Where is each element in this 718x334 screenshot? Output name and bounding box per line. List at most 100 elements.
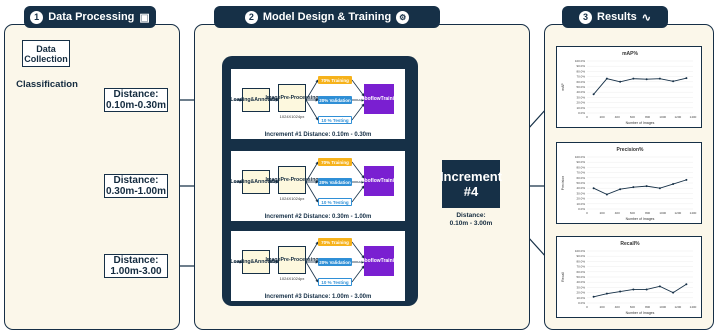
increment-caption: Increment #1 Distance: 0.10m - 0.30m [264, 132, 372, 138]
model-design-header: 2 Model Design & Training ⚙ [214, 6, 440, 28]
increment-4-caption: Distance: 0.10m - 3.00m [436, 212, 506, 228]
roboflow-icon: ⚙ [396, 10, 410, 24]
loading-annotation-step: Loading & Annotation [230, 170, 282, 194]
data-collection-box: Data Collection [22, 40, 70, 67]
result-chart-1: mAP%0.0%10.0%20.0%30.0%40.0%50.0%60.0%70… [556, 46, 702, 128]
y-tick-label: 90.0% [576, 64, 585, 68]
increment-4-line1: Increment [439, 169, 503, 184]
training-split: 70% Training [318, 76, 352, 84]
loading-annotation-step: Loading & Annotation [230, 88, 282, 112]
data-point [658, 77, 661, 80]
data-point [592, 93, 595, 96]
y-tick-label: 90.0% [576, 254, 585, 258]
y-tick-label: 50.0% [576, 85, 585, 89]
y-tick-label: 40.0% [576, 280, 585, 284]
step-text: Loading [230, 179, 251, 185]
step-text: Image [265, 257, 281, 263]
section-number: 2 [244, 10, 258, 24]
data-point [605, 77, 608, 80]
x-tick-label: 400 [615, 211, 620, 215]
x-tick-label: 0 [586, 305, 588, 309]
y-tick-label: 50.0% [576, 181, 585, 185]
increment-4-line2: #4 [463, 184, 479, 199]
distance-range: 0.30m-1.00m [105, 186, 167, 197]
chart-title: Recall% [620, 241, 640, 247]
roboflow-training-step: Roboflow Training [358, 166, 400, 196]
y-tick-label: 30.0% [576, 95, 585, 99]
data-point [619, 80, 622, 83]
x-tick-label: 1200 [675, 211, 682, 215]
validation-split: 20% Validation [318, 178, 352, 186]
x-tick-label: 1400 [690, 211, 697, 215]
training-split: 70% Training [318, 238, 352, 246]
data-point [672, 80, 675, 83]
increment-caption: Increment #3 Distance: 1.00m - 3.00m [264, 294, 372, 300]
y-tick-label: 0.0% [578, 111, 585, 115]
y-axis-label: Recall [561, 272, 565, 282]
y-tick-label: 100.0% [575, 59, 586, 63]
y-tick-label: 10.0% [576, 106, 585, 110]
series-line [593, 179, 687, 195]
step-text: Annotation [254, 97, 282, 103]
y-tick-label: 20.0% [576, 101, 585, 105]
step-text: Annotation [254, 179, 282, 185]
testing-split: 10 % Testing [318, 278, 352, 286]
y-tick-label: 80.0% [576, 69, 585, 73]
step-text: Annotation [254, 259, 282, 265]
step-text: Image [265, 177, 281, 183]
y-tick-label: 40.0% [576, 186, 585, 190]
data-point [619, 290, 622, 293]
data-point [645, 78, 648, 81]
step-text: Pre- [280, 257, 291, 263]
y-tick-label: 100.0% [575, 249, 586, 253]
data-point [685, 178, 688, 181]
series-line [593, 283, 687, 298]
x-tick-label: 1000 [659, 211, 666, 215]
data-point [619, 188, 622, 191]
classification-label: Classification [16, 79, 78, 90]
chart-plot: 0.0%10.0%20.0%30.0%40.0%50.0%60.0%70.0%8… [561, 59, 697, 125]
step-text: Roboflow [357, 258, 381, 264]
y-tick-label: 70.0% [576, 265, 585, 269]
data-point [672, 183, 675, 186]
increment-caption: Increment #2 Distance: 0.30m - 1.00m [264, 214, 372, 220]
data-point [658, 187, 661, 190]
x-tick-label: 1200 [675, 305, 682, 309]
x-tick-label: 1000 [659, 305, 666, 309]
distance-box-2: Distance: 0.30m-1.00m [104, 174, 168, 198]
y-tick-label: 70.0% [576, 171, 585, 175]
resolution-label: 1024X1024px [279, 114, 305, 119]
x-tick-label: 1000 [659, 115, 666, 119]
section-title: Data Processing [48, 11, 135, 23]
step-text: Processing [290, 95, 319, 101]
data-point [632, 186, 635, 189]
step-text: & [250, 259, 255, 265]
x-tick-label: 800 [645, 211, 650, 215]
step-text: Processing [290, 177, 319, 183]
data-processing-header: 1 Data Processing ▣ [24, 6, 156, 28]
x-tick-label: 600 [630, 115, 635, 119]
y-tick-label: 10.0% [576, 202, 585, 206]
section-number: 1 [30, 10, 44, 24]
resolution-label: 1024X1024px [279, 196, 305, 201]
y-tick-label: 70.0% [576, 75, 585, 79]
testing-split: 10 % Testing [318, 198, 352, 206]
step-text: Training [380, 96, 401, 102]
x-tick-label: 200 [600, 305, 605, 309]
distance-label: Distance: [113, 175, 159, 186]
chart-plot: 0.0%10.0%20.0%30.0%40.0%50.0%60.0%70.0%8… [561, 249, 697, 315]
increment-4-caption-range: 0.10m - 3.00m [449, 220, 493, 227]
result-chart-3: Recall% 0.0%10.0%20.0%30.0%40.0%50.0%60.0… [556, 236, 702, 318]
image-preprocessing-step: Image Pre- Processing [265, 84, 319, 112]
roboflow-training-step: Roboflow Training [358, 84, 400, 114]
data-collection-line1: Data [36, 43, 56, 54]
y-tick-label: 20.0% [576, 197, 585, 201]
step-text: Loading [230, 259, 251, 265]
data-collection-line2: Collection [24, 53, 68, 64]
step-text: Pre- [280, 177, 291, 183]
x-tick-label: 400 [615, 115, 620, 119]
x-axis-label: Number of Images [626, 121, 655, 125]
y-tick-label: 10.0% [576, 296, 585, 300]
distance-label: Distance: [113, 89, 159, 100]
increment-arrows [234, 241, 365, 283]
